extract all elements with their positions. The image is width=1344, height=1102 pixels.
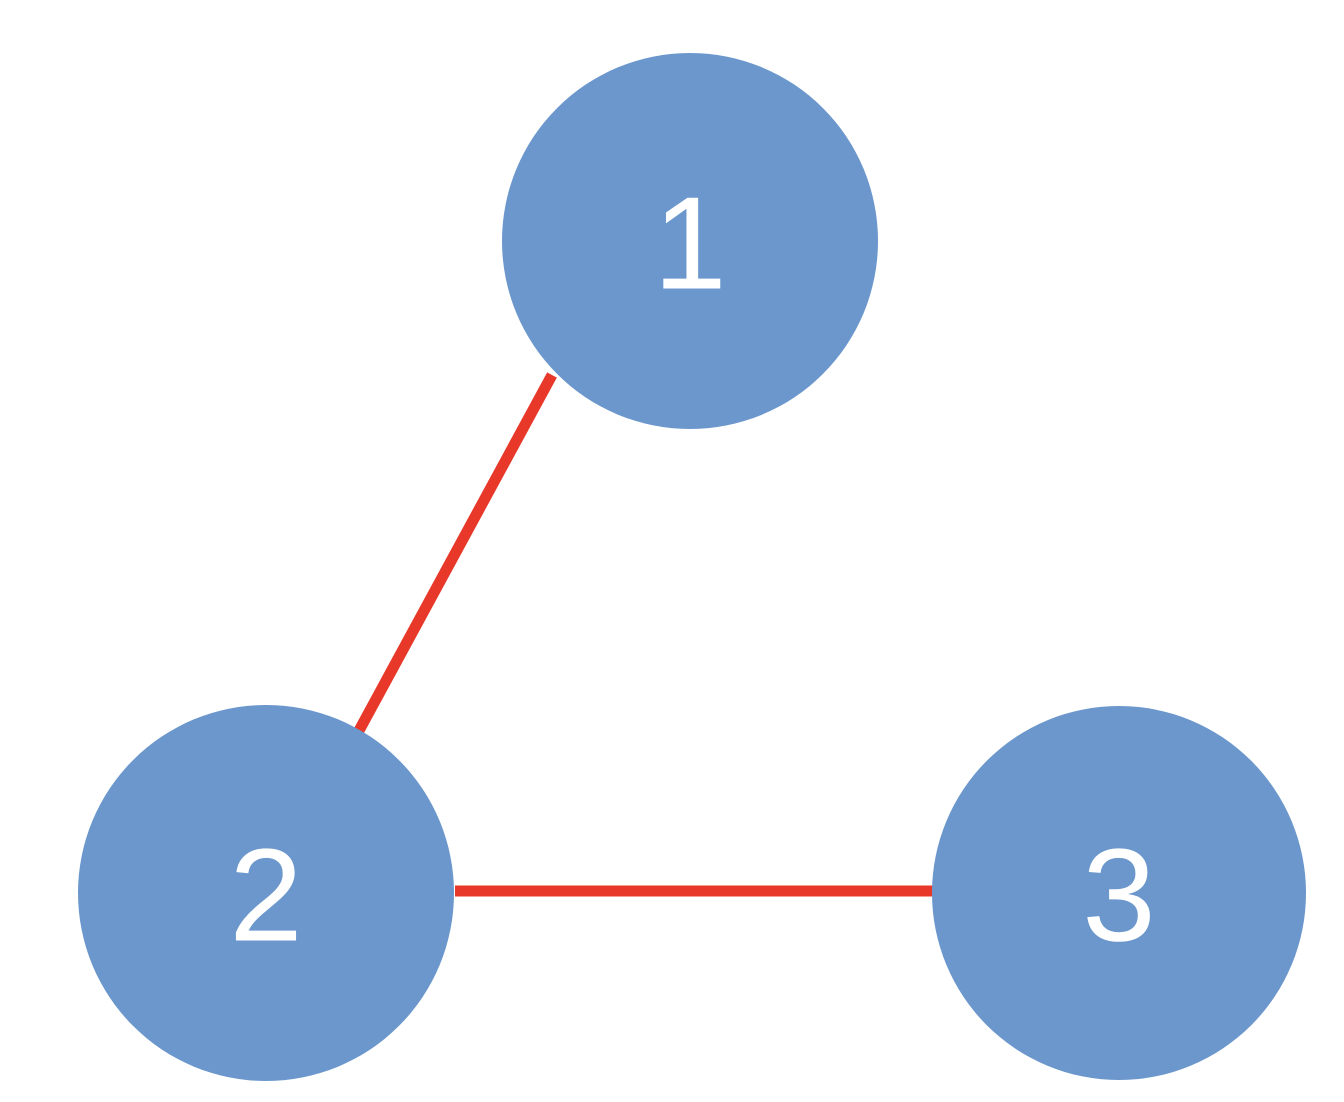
node-1-label: 1	[653, 170, 726, 317]
graph-node-2: 2	[78, 705, 454, 1081]
edge-1-2	[350, 372, 557, 741]
node-1-circle	[502, 53, 878, 429]
graph-node-3: 3	[932, 706, 1306, 1080]
node-3-label: 3	[1082, 822, 1155, 969]
node-2-circle	[78, 705, 454, 1081]
node-2-label: 2	[229, 822, 302, 969]
graph-node-1: 1	[502, 53, 878, 429]
node-3-circle	[932, 706, 1306, 1080]
